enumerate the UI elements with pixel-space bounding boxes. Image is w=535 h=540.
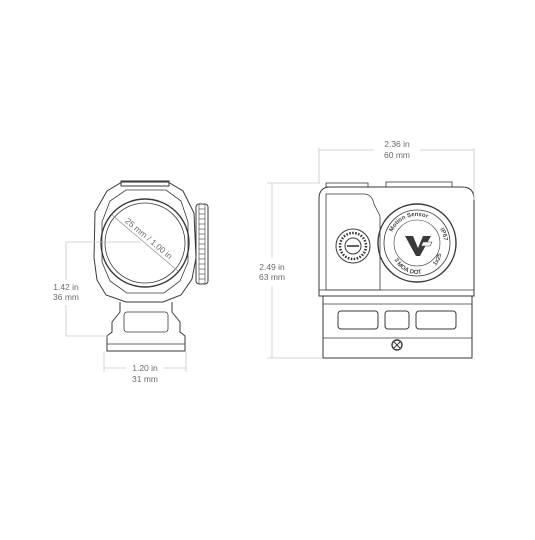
aperture-label: 25 mm / 1.00 in [123, 216, 175, 261]
side-dial-outer [335, 228, 371, 264]
cross-bolt [391, 339, 403, 351]
front-inner-bezel [101, 189, 189, 294]
side-width-in: 2.36 in [384, 139, 410, 149]
side-housing-inner [325, 193, 381, 291]
side-housing [318, 186, 475, 297]
cap-text-top-right: IP67 [438, 227, 448, 242]
side-height-in: 2.49 in [259, 262, 285, 272]
front-mount-window [123, 311, 169, 333]
front-top-cap [120, 180, 170, 187]
side-dial-center [344, 237, 362, 255]
cross-bolt-head [393, 341, 401, 349]
battery-cap-inner [383, 209, 451, 277]
aperture-diameter-line [111, 214, 179, 272]
battery-cap-rim [393, 219, 441, 267]
side-top-strip-2 [385, 181, 453, 188]
side-width-mm: 60 mm [384, 150, 410, 160]
front-housing [93, 181, 197, 303]
rail-slot-3 [415, 310, 457, 330]
cap-text-bottom: 3 MOA DOT [392, 258, 422, 277]
rail-slot-1 [337, 310, 379, 330]
front-lens-inner [104, 202, 186, 284]
front-dimensions [65, 241, 187, 372]
side-view [318, 181, 475, 359]
front-mount [106, 302, 186, 352]
side-dial-ring [338, 231, 368, 261]
brand-logo [405, 236, 433, 256]
side-height-mm: 63 mm [259, 272, 285, 282]
cap-text-bottom-right: 1x25 [432, 252, 443, 267]
front-lens-outer [100, 198, 190, 288]
front-width-mm: 31 mm [132, 374, 158, 384]
cap-text-top: Motion Sensor [389, 212, 430, 233]
front-height-in: 1.42 in [53, 282, 79, 292]
side-top-strip [325, 182, 369, 188]
front-view [93, 180, 209, 352]
knob-knurling [199, 208, 205, 280]
front-side-knob [195, 203, 209, 285]
side-rail [322, 295, 473, 359]
side-dimensions [267, 148, 475, 359]
front-width-in: 1.20 in [132, 363, 158, 373]
front-height-mm: 36 mm [53, 292, 79, 302]
rail-slot-2 [384, 310, 410, 330]
battery-cap-outer [377, 203, 457, 283]
